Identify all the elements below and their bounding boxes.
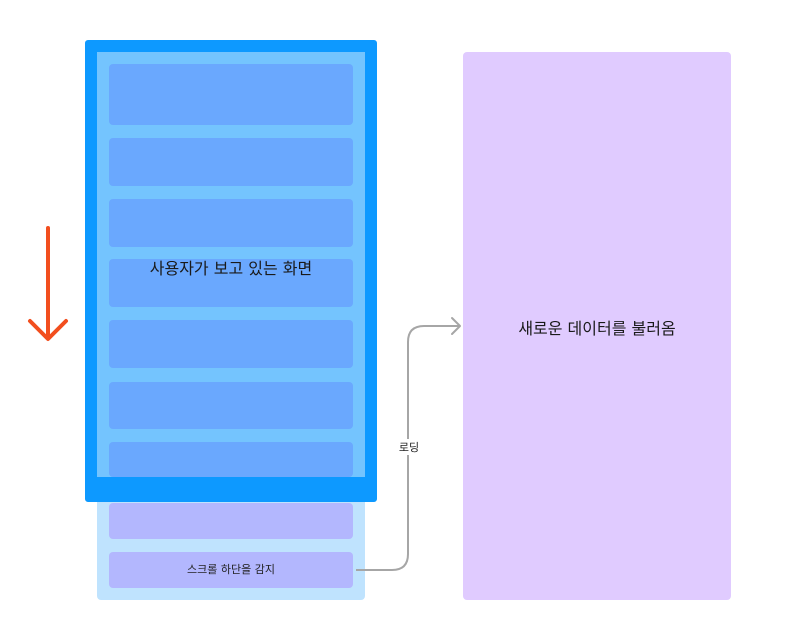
list-item: [109, 138, 353, 186]
offscreen-list-item: [109, 503, 353, 539]
list-item: [109, 320, 353, 368]
list-item: [109, 442, 353, 477]
scroll-bottom-item: [109, 552, 353, 588]
list-item: [109, 199, 353, 247]
list-item: [109, 64, 353, 125]
list-item: [109, 259, 353, 307]
scroll-bottom-label: 스크롤 하단을 감지: [187, 563, 275, 576]
arrow-down-icon: [28, 226, 68, 341]
loading-label: 로딩: [392, 439, 426, 455]
viewport-label: 사용자가 보고 있는 화면: [149, 259, 313, 278]
new-data-label: 새로운 데이터를 불러옴: [518, 319, 676, 338]
list-item: [109, 382, 353, 429]
viewport-frame: [85, 40, 377, 502]
new-data-panel: [463, 52, 731, 600]
